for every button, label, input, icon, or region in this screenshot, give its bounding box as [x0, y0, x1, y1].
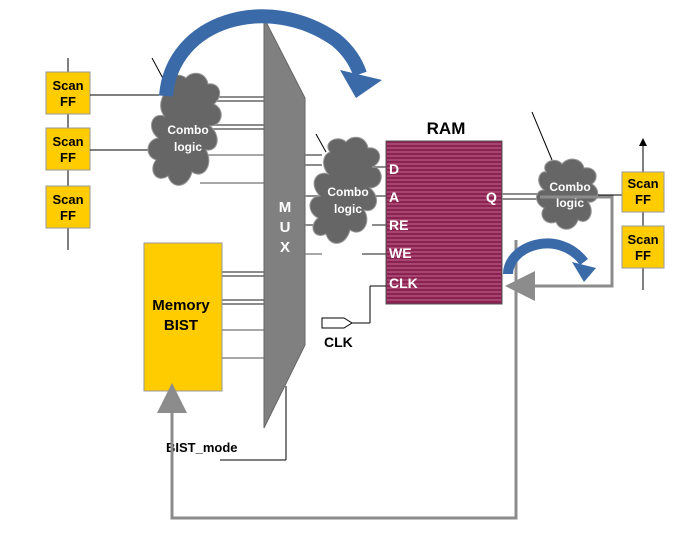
- memory-bist-block: Memory BIST: [143, 242, 223, 392]
- ram-pin-clk: CLK: [389, 275, 418, 291]
- scan-ff-label: Scan: [52, 134, 83, 149]
- ram-pin-q: Q: [486, 189, 497, 205]
- combo-logic-cloud-middle: Combo logic: [309, 136, 382, 244]
- blue-curved-arrow-right: [503, 238, 596, 282]
- ram-block: RAM D A RE WE CLK Q: [385, 119, 503, 305]
- scan-ff-label: Scan: [627, 176, 658, 191]
- annotation-line: [315, 133, 327, 153]
- combo-logic-label: Combo: [167, 123, 208, 137]
- combo-logic-label: logic: [334, 202, 362, 216]
- scan-ff-left-3: Scan FF: [45, 185, 91, 229]
- bist-mode-label: BIST_mode: [166, 440, 238, 455]
- scan-ff-right-1: Scan FF: [621, 171, 665, 213]
- scan-ff-label: Scan: [52, 192, 83, 207]
- combo-logic-cloud-left: Combo logic: [147, 72, 222, 186]
- scan-ff-right-2: Scan FF: [621, 225, 665, 269]
- clk-port-label: CLK: [324, 334, 353, 350]
- feedback-wire: [505, 195, 614, 301]
- bist-return-wire: [157, 240, 518, 520]
- scan-ff-label: Scan: [52, 78, 83, 93]
- ram-title: RAM: [427, 119, 466, 138]
- memory-bist-label: BIST: [164, 317, 198, 334]
- scan-ff-label: FF: [635, 192, 651, 207]
- scan-ff-label: FF: [60, 94, 76, 109]
- scan-ff-left-1: Scan FF: [45, 71, 91, 115]
- combo-logic-label: Combo: [327, 185, 368, 199]
- combo-logic-cloud-right: Combo logic: [536, 158, 599, 230]
- ram-stripes: [387, 143, 501, 301]
- scan-ff-label: FF: [635, 248, 651, 263]
- mux-letter: U: [280, 219, 291, 236]
- combo-logic-label: logic: [174, 140, 202, 154]
- clk-port: CLK: [321, 285, 386, 350]
- combo-logic-label: logic: [556, 196, 584, 210]
- mux-letter: M: [279, 199, 292, 216]
- combo-logic-label: Combo: [549, 180, 590, 194]
- scan-ff-label: FF: [60, 208, 76, 223]
- mux-letter: X: [280, 239, 290, 256]
- mux: M U X: [263, 17, 306, 429]
- ram-pin-a: A: [389, 189, 399, 205]
- ram-pin-d: D: [389, 161, 399, 177]
- ram-pin-we: WE: [389, 245, 412, 261]
- blue-curved-arrow-top: [159, 9, 382, 98]
- scan-ff-left-2: Scan FF: [45, 127, 91, 171]
- annotation-line: [531, 111, 553, 161]
- memory-bist-label: Memory: [152, 297, 210, 314]
- scan-ff-label: FF: [60, 150, 76, 165]
- scan-ff-label: Scan: [627, 232, 658, 247]
- ram-pin-re: RE: [389, 217, 408, 233]
